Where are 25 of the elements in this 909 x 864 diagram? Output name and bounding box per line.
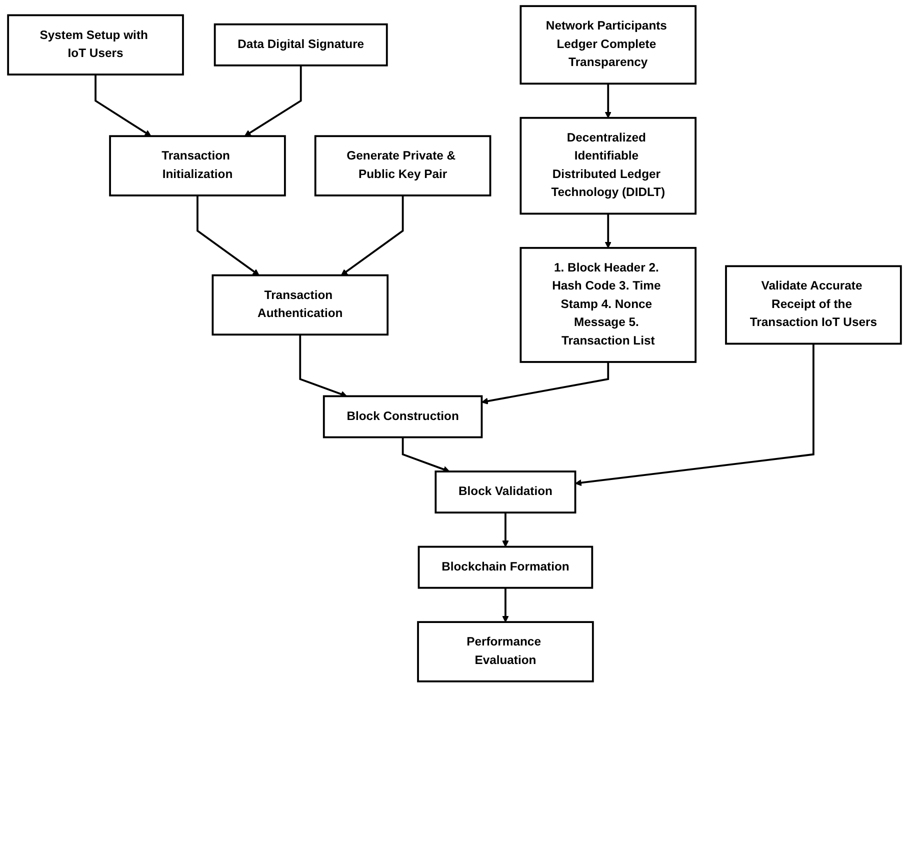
arrow [402,437,450,473]
node-box: Transaction Initialization [109,135,286,196]
arrow [299,334,348,398]
node-box: System Setup with IoT Users [7,14,184,76]
node-box: Generate Private & Public Key Pair [314,135,492,196]
arrow [94,74,152,136]
arrow [574,344,814,486]
arrow [502,512,509,548]
arrow [604,214,612,248]
node-box: Transaction Authentication [212,274,389,336]
node-box: 1. Block Header 2. Hash Code 3. Time Stamp 4. Nonce Message 5. Transaction List [520,246,697,363]
arrow [196,195,260,276]
node-box: Network Participants Ledger Complete Transparency [520,5,697,85]
arrow [244,65,302,136]
node-box: Decentralized Identifiable Distributed Ledger Technology (DIDLT) [520,116,697,215]
arrow [340,195,404,276]
arrow [604,84,612,118]
node-box: Data Digital Signature [214,23,388,66]
node-box: Block Construction [322,395,483,438]
node-box: Blockchain Formation [418,546,594,589]
arrow [481,362,610,404]
arrow [502,588,509,622]
node-box: Performance Evaluation [417,621,594,682]
node-box: Validate Accurate Receipt of the Transaction IoT Users [725,265,902,345]
node-box: Block Validation [434,470,576,514]
